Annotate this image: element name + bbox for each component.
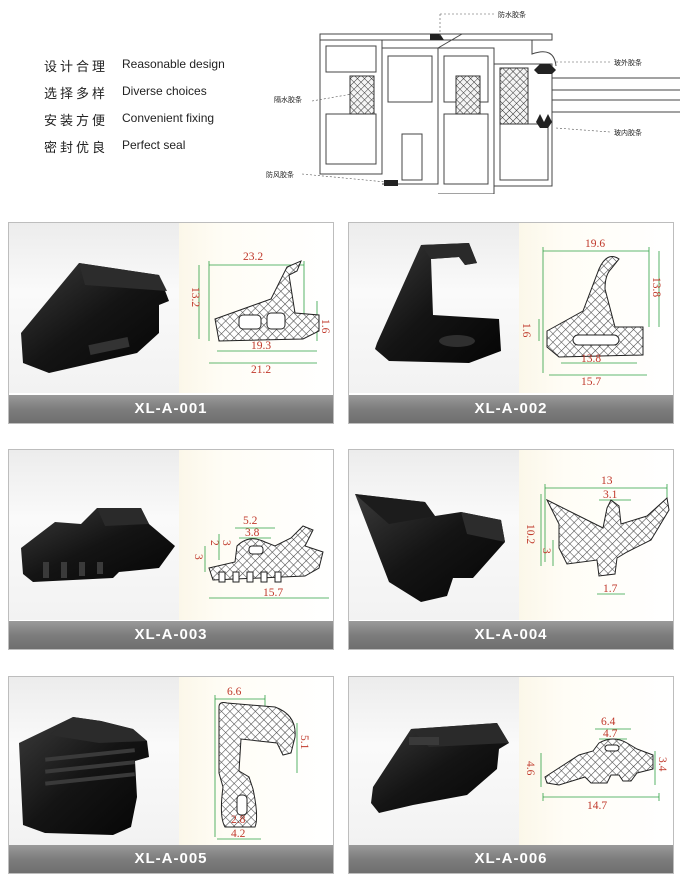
dimension-label: 15.7 bbox=[263, 587, 283, 599]
dimension-label: 2.8 bbox=[231, 814, 246, 826]
product-code-label: XL-A-006 bbox=[349, 845, 673, 873]
feature-en: Perfect seal bbox=[122, 138, 186, 152]
window-cross-section-diagram: 防水胶条 玻外胶条 隔水胶条 玻内胶条 防风胶条 bbox=[262, 4, 680, 195]
dimension-label: 5.2 bbox=[243, 515, 258, 527]
dimension-label: 3.4 bbox=[656, 757, 668, 772]
seal-photo-svg bbox=[375, 243, 501, 363]
feature-zh: 密封优良 bbox=[44, 141, 109, 156]
product-card[interactable]: 23.2 13.2 1.6 19.3 21.2 XL-A-001 bbox=[8, 222, 334, 424]
dimension-label: 13 bbox=[601, 475, 613, 487]
seal-drawing-svg: 19.6 13.8 1.6 13.8 15.7 bbox=[520, 238, 662, 388]
dimension-label: 13.8 bbox=[650, 277, 662, 297]
dimension-label: 1.6 bbox=[520, 323, 532, 338]
feature-item: 设计合理 Reasonable design bbox=[44, 56, 284, 76]
dimension-label: 14.7 bbox=[587, 800, 607, 812]
seal-drawing-svg: 5.2 3.8 3 2 3 15.7 bbox=[192, 515, 329, 599]
diagram-label-outer: 玻外胶条 bbox=[614, 58, 642, 67]
dimension-label: 3 bbox=[192, 554, 204, 560]
product-code-label: XL-A-004 bbox=[349, 621, 673, 649]
dimension-label: 10.2 bbox=[524, 524, 536, 544]
product-card[interactable]: 13 3.1 10.2 3 1.7 XL-A-004 bbox=[348, 449, 674, 650]
cross-section-svg: 防水胶条 玻外胶条 隔水胶条 玻内胶条 防风胶条 bbox=[266, 10, 680, 195]
feature-en: Diverse choices bbox=[122, 84, 207, 98]
diagram-label-bottom: 防风胶条 bbox=[266, 170, 294, 179]
product-photo bbox=[349, 677, 519, 847]
dimension-label: 2 bbox=[208, 540, 220, 546]
seal-drawing-svg: 6.4 4.7 4.6 3.4 14.7 bbox=[524, 716, 668, 812]
product-photo bbox=[349, 223, 519, 393]
seal-drawing-svg: 23.2 13.2 1.6 19.3 21.2 bbox=[189, 251, 331, 376]
diagram-label-top: 防水胶条 bbox=[498, 10, 526, 19]
product-code-label: XL-A-005 bbox=[9, 845, 333, 873]
dimension-label: 19.6 bbox=[585, 238, 605, 250]
dimension-label: 3 bbox=[540, 548, 552, 554]
feature-zh: 选择多样 bbox=[44, 87, 109, 102]
product-card[interactable]: 19.6 13.8 1.6 13.8 15.7 XL-A-002 bbox=[348, 222, 674, 424]
product-photo bbox=[9, 450, 179, 620]
dimension-label: 4.2 bbox=[231, 828, 246, 840]
dimension-label: 6.6 bbox=[227, 686, 242, 698]
product-drawing: 6.4 4.7 4.6 3.4 14.7 bbox=[519, 677, 673, 847]
diagram-label-inner: 玻内胶条 bbox=[614, 128, 642, 137]
seal-drawing-svg: 6.6 5.1 2.8 4.2 bbox=[214, 686, 310, 840]
seal-photo-svg bbox=[355, 494, 505, 602]
product-photo bbox=[9, 677, 179, 847]
seal-photo-svg bbox=[371, 723, 509, 813]
product-code-label: XL-A-003 bbox=[9, 621, 333, 649]
feature-en: Convenient fixing bbox=[122, 111, 215, 125]
product-code-label: XL-A-002 bbox=[349, 395, 673, 423]
dimension-label: 13.2 bbox=[189, 287, 201, 307]
dimension-label: 6.4 bbox=[601, 716, 616, 728]
product-drawing: 5.2 3.8 3 2 3 15.7 bbox=[179, 450, 333, 620]
dimension-label: 3 bbox=[220, 540, 232, 546]
feature-zh: 设计合理 bbox=[44, 60, 109, 75]
seal-drawing-svg: 13 3.1 10.2 3 1.7 bbox=[524, 475, 670, 595]
product-drawing: 6.6 5.1 2.8 4.2 bbox=[179, 677, 333, 847]
feature-item: 密封优良 Perfect seal bbox=[44, 137, 284, 157]
product-photo bbox=[349, 450, 519, 620]
feature-zh: 安装方便 bbox=[44, 114, 109, 129]
seal-photo-svg bbox=[19, 717, 149, 835]
diagram-label-left: 隔水胶条 bbox=[274, 95, 302, 104]
seal-photo-svg bbox=[21, 263, 169, 373]
dimension-label: 13.8 bbox=[581, 353, 601, 365]
dimension-label: 4.7 bbox=[603, 728, 618, 740]
dimension-label: 1.7 bbox=[603, 583, 618, 595]
feature-item: 选择多样 Diverse choices bbox=[44, 83, 284, 103]
product-card[interactable]: 5.2 3.8 3 2 3 15.7 XL-A-003 bbox=[8, 449, 334, 650]
product-drawing: 13 3.1 10.2 3 1.7 bbox=[519, 450, 673, 620]
seal-photo-svg bbox=[21, 508, 175, 582]
dimension-label: 3.1 bbox=[603, 489, 618, 501]
feature-en: Reasonable design bbox=[122, 57, 225, 71]
dimension-label: 19.3 bbox=[251, 340, 271, 352]
product-card[interactable]: 6.6 5.1 2.8 4.2 XL-A-005 bbox=[8, 676, 334, 874]
dimension-label: 23.2 bbox=[243, 251, 263, 263]
product-card[interactable]: 6.4 4.7 4.6 3.4 14.7 XL-A-006 bbox=[348, 676, 674, 874]
product-code-label: XL-A-001 bbox=[9, 395, 333, 423]
dimension-label: 1.6 bbox=[319, 319, 331, 334]
dimension-label: 5.1 bbox=[298, 735, 310, 750]
dimension-label: 15.7 bbox=[581, 376, 601, 388]
product-drawing: 19.6 13.8 1.6 13.8 15.7 bbox=[519, 223, 673, 393]
dimension-label: 21.2 bbox=[251, 364, 271, 376]
dimension-label: 4.6 bbox=[524, 761, 536, 776]
product-photo bbox=[9, 223, 179, 393]
feature-item: 安装方便 Convenient fixing bbox=[44, 110, 284, 130]
dimension-label: 3.8 bbox=[245, 527, 260, 539]
product-drawing: 23.2 13.2 1.6 19.3 21.2 bbox=[179, 223, 333, 393]
